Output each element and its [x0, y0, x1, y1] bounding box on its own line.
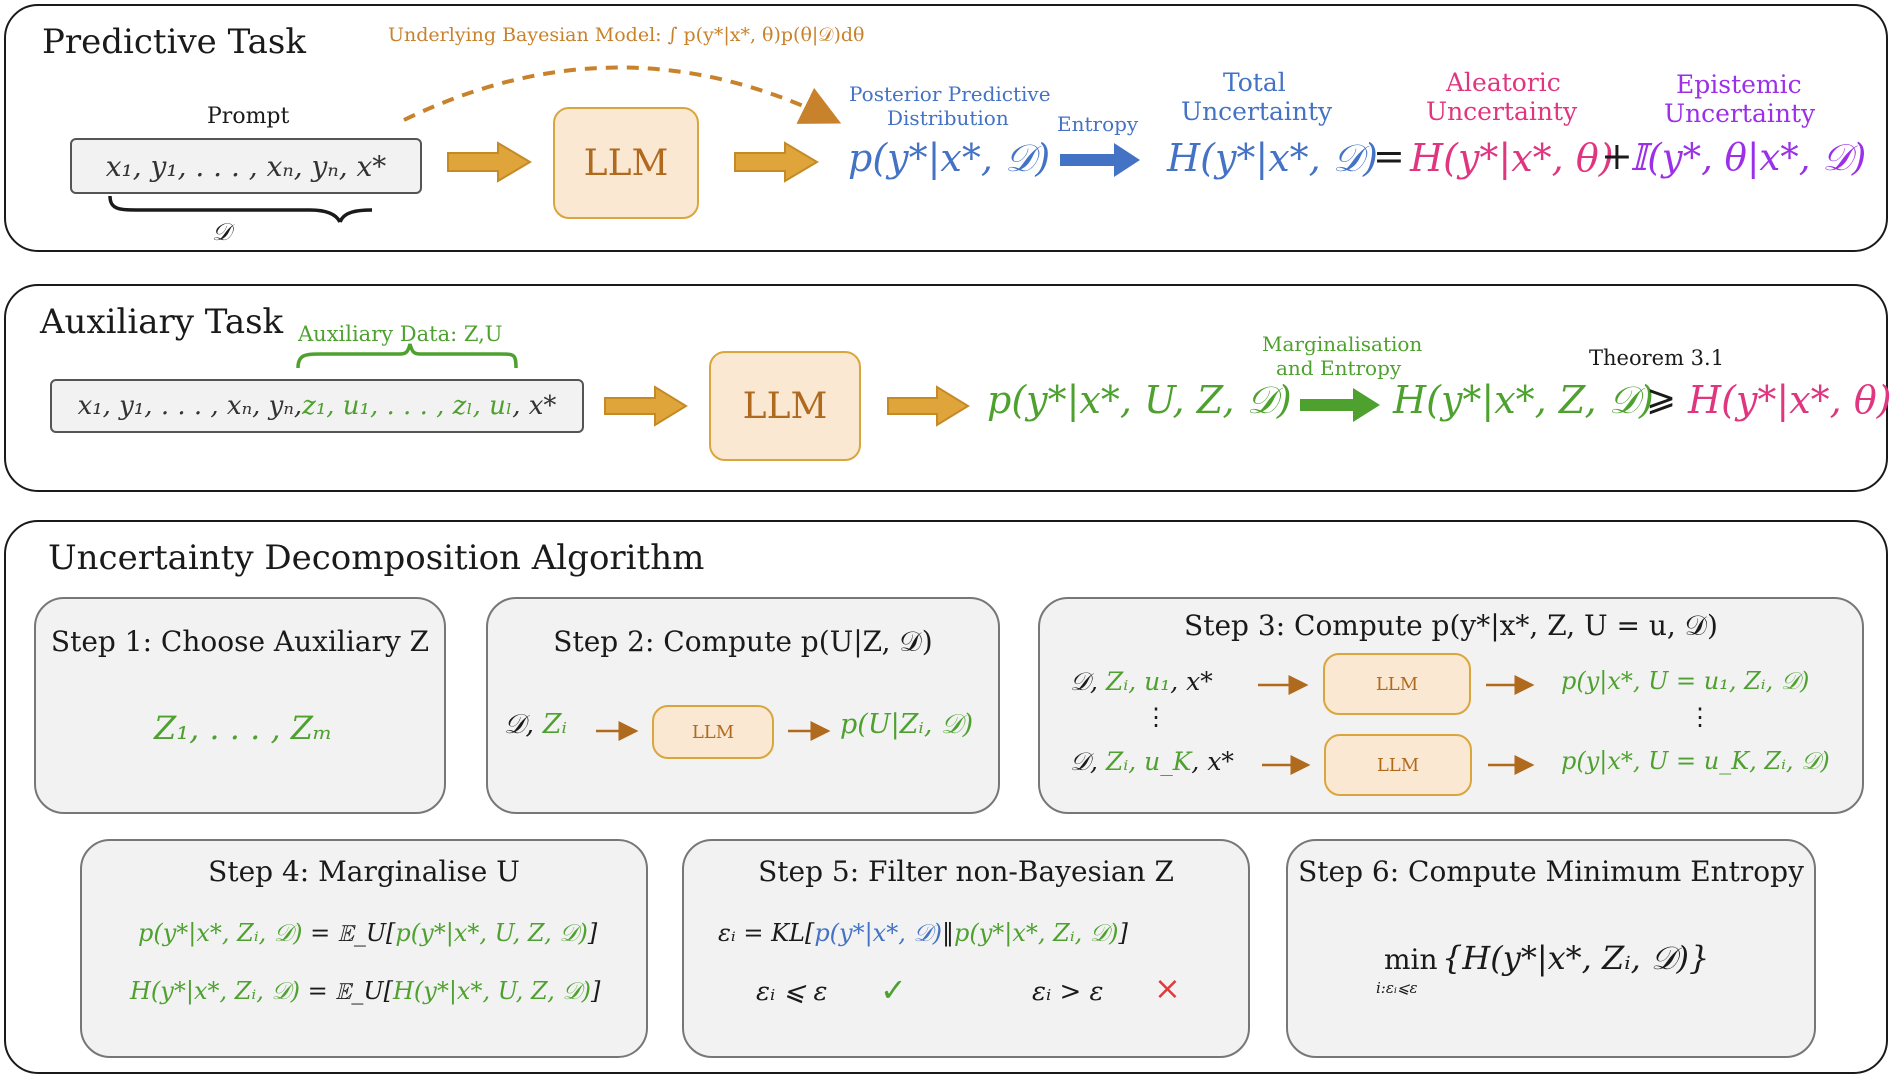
auxiliary-data-label: Auxiliary Data: Z,U	[298, 322, 503, 346]
step5-kl-green: p(y*|x*, Zᵢ, 𝒟)	[954, 919, 1119, 947]
step3-title: Step 3: Compute p(y*|x*, Z, U = u, 𝒟)	[1184, 609, 1718, 642]
posterior-predictive-expr: p(y*|x*, 𝒟)	[848, 136, 1051, 180]
step5-kl-blue: p(y*|x*, 𝒟)	[814, 919, 942, 947]
total-uncertainty-label-1: Total	[1223, 68, 1286, 97]
epistemic-label-2: Uncertainty	[1664, 99, 1816, 128]
step4-eq2-lhs: H(y*|x*, Zᵢ, 𝒟)	[130, 977, 301, 1005]
aleatoric-label-1: Aleatoric	[1446, 68, 1561, 97]
step5-kl-expr: εᵢ = KL[p(y*|x*, 𝒟)‖p(y*|x*, Zᵢ, 𝒟)]	[718, 919, 1128, 947]
step2-box: Step 2: Compute p(U|Z, 𝒟) 𝒟, Zᵢ LLM p(U|…	[486, 597, 1000, 814]
posterior-label-line2: Distribution	[887, 106, 1009, 130]
step6-min-expr: {H(y*|x*, Zᵢ, 𝒟)}	[1442, 939, 1710, 977]
aleatoric-label-2: Uncertainty	[1426, 97, 1578, 126]
step1-box: Step 1: Choose Auxiliary Z Z₁, . . . , Z…	[34, 597, 446, 814]
step4-box: Step 4: Marginalise U p(y*|x*, Zᵢ, 𝒟) = …	[80, 839, 648, 1058]
step4-eq1-end: ]	[587, 919, 598, 947]
equals-sign: =	[1373, 134, 1405, 178]
step3-vdots-right: ⋮	[1688, 703, 1712, 731]
auxiliary-input-green: z₁, u₁, . . . , zₗ, uₗ	[302, 391, 513, 421]
step3-row1-zu: Zᵢ, u₁	[1105, 667, 1171, 696]
epistemic-label-1: Epistemic	[1676, 70, 1802, 99]
marginalisation-label-2: and Entropy	[1276, 356, 1402, 380]
step3-row2-x: , x*	[1191, 747, 1234, 776]
epistemic-expr: 𝕀(y*, θ|x*, 𝒟)	[1630, 136, 1867, 179]
step4-eq1: p(y*|x*, Zᵢ, 𝒟) = 𝔼_U[p(y*|x*, U, Z, 𝒟)]	[138, 919, 597, 947]
step3-row2-zu: Zᵢ, u_K	[1105, 747, 1192, 776]
step5-kl-lhs: εᵢ = KL[	[718, 919, 815, 947]
auxiliary-input-plain: x₁, y₁, . . . , xₙ, yₙ,	[77, 391, 303, 421]
step2-input-z: Zᵢ	[542, 709, 567, 740]
total-uncertainty-expr: H(y*|x*, 𝒟)	[1167, 136, 1378, 180]
step2-input: 𝒟, Zᵢ	[504, 709, 567, 741]
step6-min-word: min	[1384, 943, 1438, 976]
step4-title: Step 4: Marginalise U	[208, 855, 520, 888]
step5-kl-end: ]	[1118, 919, 1128, 947]
step3-box: Step 3: Compute p(y*|x*, Z, U = u, 𝒟) 𝒟,…	[1038, 597, 1864, 814]
underlying-model-label: Underlying Bayesian Model: ∫ p(y*|x*, θ)…	[388, 24, 865, 46]
dataset-brace-label: 𝒟	[212, 218, 232, 246]
theorem-label: Theorem 3.1	[1589, 346, 1725, 370]
auxiliary-output-expr: p(y*|x*, U, Z, 𝒟)	[987, 378, 1292, 422]
step6-min-subscript: i:εᵢ⩽ε	[1376, 979, 1418, 997]
step3-row2-input: 𝒟, Zᵢ, u_K, x*	[1070, 747, 1234, 777]
step3-row2-d: 𝒟,	[1070, 747, 1106, 776]
check-icon: ✓	[880, 971, 907, 1009]
plus-sign: +	[1601, 134, 1633, 178]
step3-row1-input: 𝒟, Zᵢ, u₁, x*	[1070, 667, 1213, 697]
step4-eq1-lhs: p(y*|x*, Zᵢ, 𝒟)	[138, 919, 303, 947]
entropy-label: Entropy	[1057, 112, 1139, 136]
algorithm-title: Uncertainty Decomposition Algorithm	[48, 538, 705, 578]
step3-row2-llm-box: LLM	[1324, 734, 1472, 796]
step5-box: Step 5: Filter non-Bayesian Z εᵢ = KL[p(…	[682, 839, 1250, 1058]
marginalisation-label-1: Marginalisation	[1262, 332, 1423, 356]
step6-title: Step 6: Compute Minimum Entropy	[1298, 855, 1804, 888]
auxiliary-task-title: Auxiliary Task	[40, 302, 284, 342]
aleatoric-expr: H(y*|x*, θ)	[1410, 136, 1614, 180]
step2-title: Step 2: Compute p(U|Z, 𝒟)	[553, 625, 933, 658]
llm-box: LLM	[553, 107, 699, 219]
step2-input-d: 𝒟,	[504, 709, 543, 740]
step3-row1-d: 𝒟,	[1070, 667, 1106, 696]
step5-title: Step 5: Filter non-Bayesian Z	[758, 855, 1174, 888]
step4-eq1-rhs: p(y*|x*, U, Z, 𝒟)	[395, 919, 588, 947]
auxiliary-input-box: x₁, y₁, . . . , xₙ, yₙ, z₁, u₁, . . . , …	[50, 379, 584, 433]
total-uncertainty-label-2: Uncertainty	[1181, 97, 1333, 126]
step4-eq2-rhs: H(y*|x*, U, Z, 𝒟)	[392, 977, 592, 1005]
auxiliary-aleatoric-expr: H(y*|x*, θ)	[1688, 378, 1892, 422]
step6-box: Step 6: Compute Minimum Entropy min i:εᵢ…	[1286, 839, 1816, 1058]
step4-eq2-end: ]	[591, 977, 601, 1005]
step2-output: p(U|Zᵢ, 𝒟)	[840, 709, 974, 740]
geq-sign: ⩾	[1646, 378, 1677, 419]
predictive-task-title: Predictive Task	[42, 22, 306, 62]
auxiliary-input-end: , x*	[512, 391, 557, 421]
step3-row1-x: , x*	[1170, 667, 1213, 696]
step3-row1-output: p(y|x*, U = u₁, Zᵢ, 𝒟)	[1561, 667, 1810, 695]
prompt-label: Prompt	[207, 104, 290, 129]
step3-row2-output: p(y|x*, U = u_K, Zᵢ, 𝒟)	[1561, 747, 1830, 775]
step5-cond-bad: εᵢ > ε	[1032, 977, 1104, 1007]
step4-eq2-mid: = 𝔼_U[	[300, 977, 393, 1005]
auxiliary-llm-box: LLM	[709, 351, 861, 461]
auxiliary-entropy-expr: H(y*|x*, Z, 𝒟)	[1393, 378, 1654, 422]
step1-title: Step 1: Choose Auxiliary Z	[50, 625, 430, 658]
step2-llm-box: LLM	[652, 705, 774, 759]
step3-row1-llm-box: LLM	[1323, 653, 1471, 715]
step5-cond-ok: εᵢ ⩽ ε	[756, 977, 828, 1007]
cross-icon: ×	[1154, 969, 1181, 1007]
step1-expr: Z₁, . . . , Zₘ	[154, 709, 333, 747]
step5-kl-sep: ‖	[942, 919, 954, 947]
step4-eq2: H(y*|x*, Zᵢ, 𝒟) = 𝔼_U[H(y*|x*, U, Z, 𝒟)]	[130, 977, 600, 1005]
posterior-label-line1: Posterior Predictive	[849, 82, 1051, 106]
step4-eq1-mid: = 𝔼_U[	[302, 919, 396, 947]
prompt-input-box: x₁, y₁, . . . , xₙ, yₙ, x*	[70, 138, 422, 194]
step3-vdots-left: ⋮	[1144, 703, 1168, 731]
